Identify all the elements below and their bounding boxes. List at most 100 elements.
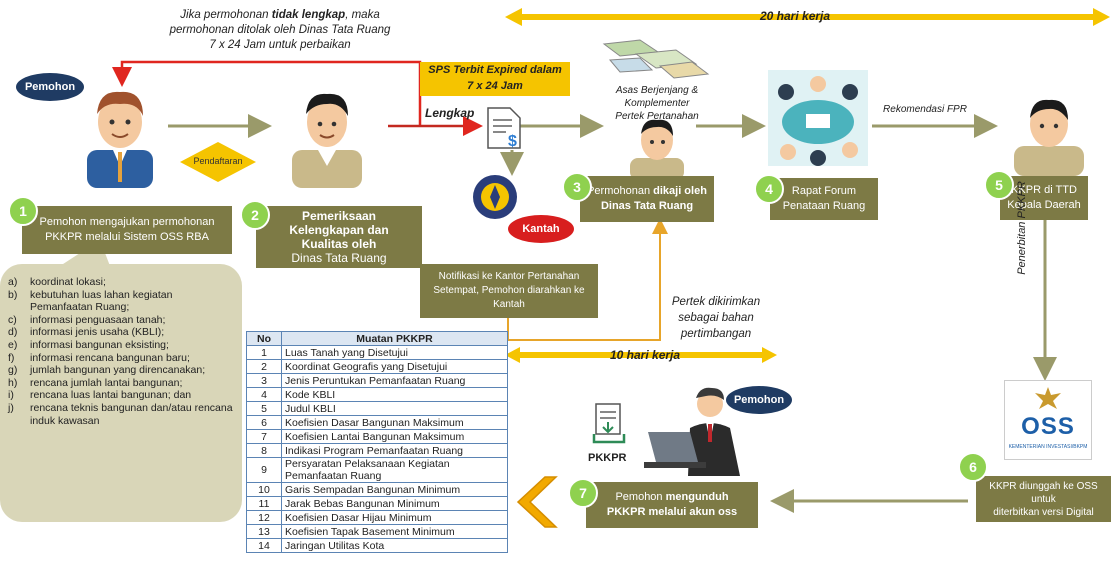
- table-cell-muatan: Kode KBLI: [281, 387, 508, 402]
- requirement-key: j): [8, 401, 14, 414]
- requirement-text: kebutuhan luas lahan kegiatan Pemanfaata…: [30, 288, 173, 314]
- table-cell-muatan: Jenis Peruntukan Pemanfaatan Ruang: [281, 373, 508, 388]
- pkkpr-doc-label: PKKPR: [588, 452, 627, 464]
- requirement-text: informasi jenis usaha (KBLI);: [30, 326, 165, 339]
- step4-number: 4: [754, 174, 784, 204]
- table-cell-no: 3: [246, 373, 282, 388]
- table-header-row: No Muatan PKKPR: [246, 331, 508, 346]
- duration-20-label: 20 hari kerja: [760, 9, 831, 23]
- table-cell-muatan: Garis Sempadan Bangunan Minimum: [281, 482, 508, 497]
- duration-20-arrow: [505, 8, 1110, 26]
- step5-number: 5: [984, 170, 1014, 200]
- pendaftaran-diamond: [180, 142, 256, 182]
- map-sheets-icon: [602, 39, 710, 79]
- pemohon-laptop-illustration: [644, 387, 740, 476]
- penerbitan-label: Penerbitan PKKPR: [1016, 181, 1028, 275]
- table-cell-no: 4: [246, 387, 282, 402]
- requirement-key: f): [8, 351, 15, 364]
- requirement-text: rencana teknis bangunan dan/atau rencana…: [30, 401, 233, 427]
- requirement-key: i): [8, 389, 14, 402]
- document-icon: $: [487, 107, 521, 150]
- table-cell-muatan: Indikasi Program Pemanfaatan Ruang: [281, 443, 508, 458]
- step1-number: 1: [8, 196, 38, 226]
- table-cell-no: 1: [246, 345, 282, 360]
- requirement-text: informasi rencana bangunan baru;: [30, 351, 190, 364]
- requirement-text: jumlah bangunan yang direncanakan;: [30, 364, 206, 377]
- table-cell-muatan: Jaringan Utilitas Kota: [281, 538, 508, 553]
- table-cell-muatan: Judul KBLI: [281, 401, 508, 416]
- table-cell-muatan: Koefisien Tapak Basement Minimum: [281, 524, 508, 539]
- table-cell-no: 10: [246, 482, 282, 497]
- table-cell-muatan: Luas Tanah yang Disetujui: [281, 345, 508, 360]
- meeting-illustration: [768, 70, 868, 166]
- pemohon-oval: Pemohon: [16, 73, 84, 101]
- requirement-key: c): [8, 313, 17, 326]
- requirement-item: c)informasi penguasaan tanah;: [8, 314, 236, 327]
- lengkap-label: Lengkap: [425, 106, 475, 120]
- table-cell-no: 13: [246, 524, 282, 539]
- table-cell-muatan: Koefisien Dasar Hijau Minimum: [281, 510, 508, 525]
- table-cell-muatan: Jarak Bebas Bangunan Minimum: [281, 496, 508, 511]
- table-cell-muatan: Persyaratan Pelaksanaan Kegiatan Pemanfa…: [281, 457, 508, 483]
- oss-logo-sub: KEMENTERIAN INVESTASI/BKPM: [1008, 444, 1088, 450]
- requirement-item: h)rencana jumlah lantai bangunan;: [8, 377, 236, 390]
- table-cell-no: 14: [246, 538, 282, 553]
- oss-logo-text: OSS: [1021, 413, 1075, 440]
- rejection-note: Jika permohonan tidak lengkap, maka perm…: [169, 9, 391, 51]
- pertek-arrow: [507, 218, 668, 341]
- requirement-item: f) informasi rencana bangunan baru;: [8, 352, 236, 365]
- download-doc-icon: [592, 403, 626, 444]
- requirement-key: a): [8, 276, 18, 288]
- requirement-item: a) koordinat lokasi;: [8, 276, 236, 289]
- table-header-no: No: [246, 331, 282, 346]
- table-cell-no: 11: [246, 496, 282, 511]
- requirement-item: g)jumlah bangunan yang direncanakan;: [8, 364, 236, 377]
- requirement-item: b) kebutuhan luas lahan kegiatan Pemanfaa…: [8, 289, 236, 314]
- step7-number: 7: [568, 478, 598, 508]
- petugas-avatar: [292, 93, 362, 188]
- requirement-key: d): [8, 326, 18, 339]
- table-cell-no: 9: [246, 457, 282, 483]
- dinas-avatar: [630, 119, 684, 180]
- requirement-key: b): [8, 288, 18, 301]
- kepala-daerah-avatar: [1014, 99, 1084, 176]
- table-cell-no: 5: [246, 401, 282, 416]
- requirement-text: rencana jumlah lantai bangunan;: [30, 376, 183, 389]
- duration-10-label: 10 hari kerja: [610, 348, 681, 362]
- table-cell-muatan: Koordinat Geografis yang Disetujui: [281, 359, 508, 374]
- step6-number: 6: [958, 452, 988, 482]
- bpn-logo-icon: [473, 175, 517, 219]
- rekomendasi-label: Rekomendasi FPR: [883, 104, 967, 115]
- svg-text:$: $: [508, 133, 517, 150]
- requirement-item: i)rencana luas lantai bangunan; dan: [8, 389, 236, 402]
- requirement-text: koordinat lokasi;: [30, 276, 106, 288]
- table-cell-muatan: Koefisien Dasar Bangunan Maksimum: [281, 415, 508, 430]
- rejection-arrow: [112, 60, 422, 126]
- requirement-item: d) informasi jenis usaha (KBLI);: [8, 326, 236, 339]
